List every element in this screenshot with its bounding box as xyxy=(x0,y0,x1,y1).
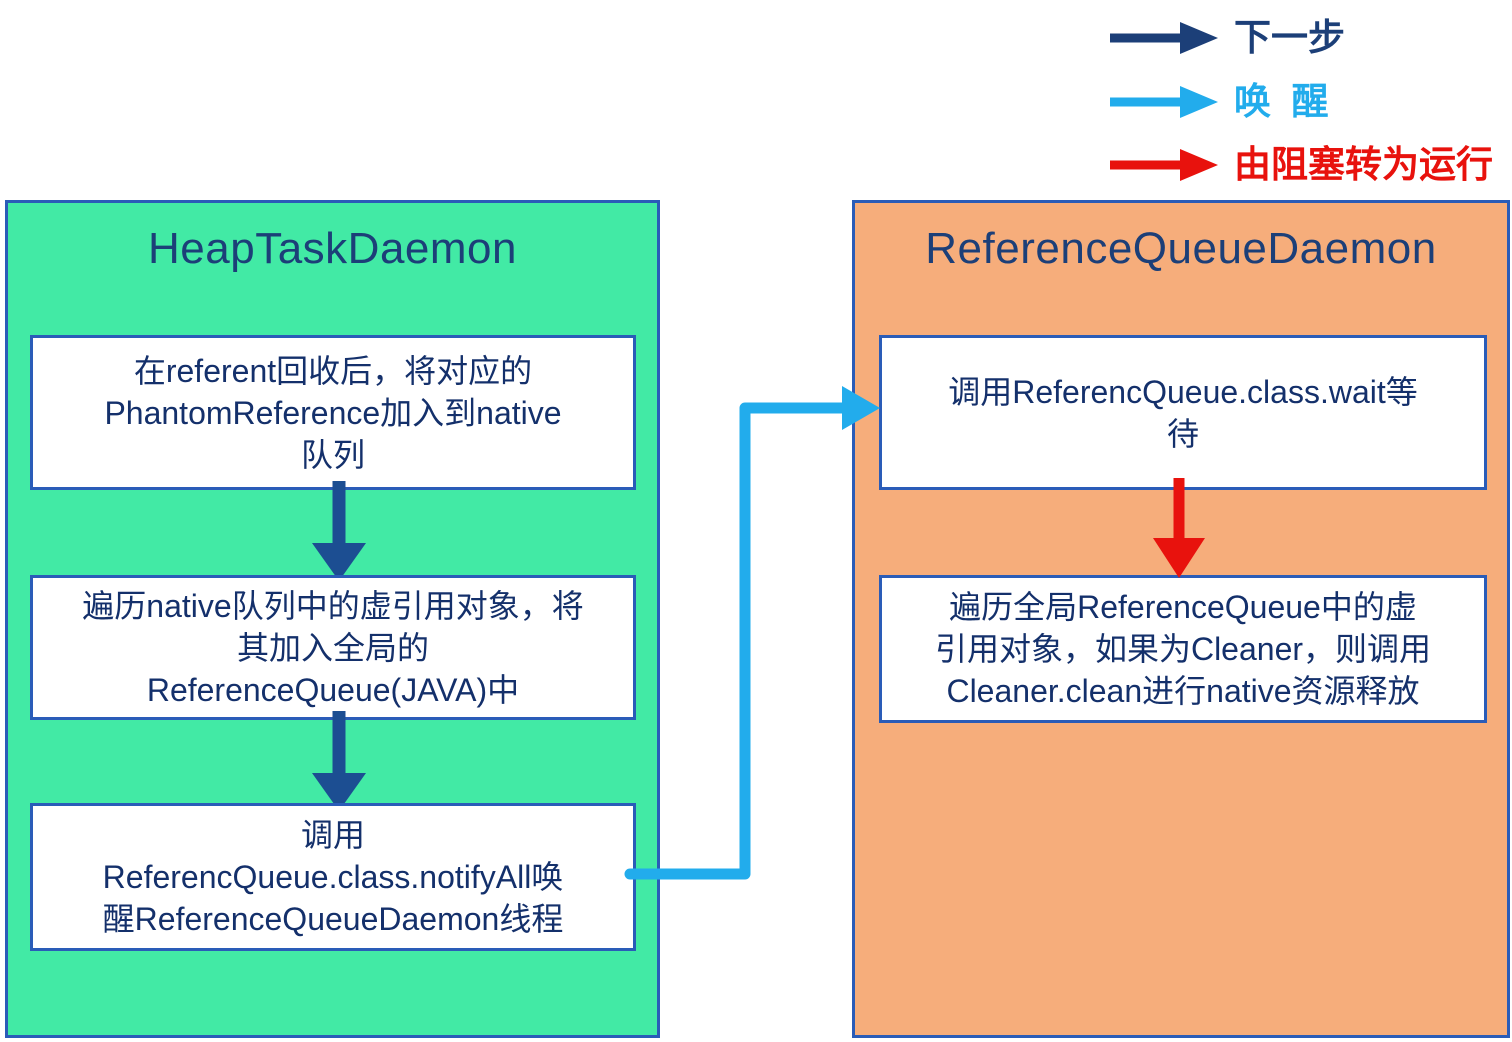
step-box-left-2-text: 遍历native队列中的虚引用对象，将 其加入全局的 ReferenceQueu… xyxy=(82,587,584,708)
legend-label-wakeup: 唤 醒 xyxy=(1234,81,1329,122)
step-box-left-1: 在referent回收后，将对应的 PhantomReference加入到nat… xyxy=(30,335,636,490)
step-box-left-2: 遍历native队列中的虚引用对象，将 其加入全局的 ReferenceQueu… xyxy=(30,575,636,720)
step-box-left-1-text: 在referent回收后，将对应的 PhantomReference加入到nat… xyxy=(104,352,562,473)
arrow-down-icon xyxy=(312,711,366,811)
panel-title-heap-task-daemon: HeapTaskDaemon xyxy=(148,224,517,273)
panel-heap-task-daemon: HeapTaskDaemon 在referent回收后，将对应的 Phantom… xyxy=(5,200,660,1038)
step-box-left-3: 调用 ReferencQueue.class.notifyAll唤 醒Refer… xyxy=(30,803,636,951)
arrow-right-icon xyxy=(1110,86,1218,118)
legend-label-next-step: 下一步 xyxy=(1234,17,1345,58)
step-box-right-2-text: 遍历全局ReferenceQueue中的虚 引用对象，如果为Cleaner，则调… xyxy=(934,589,1432,709)
legend-item-wakeup: 唤 醒 xyxy=(1108,76,1329,128)
panel-title-reference-queue-daemon: ReferenceQueueDaemon xyxy=(925,224,1437,273)
legend-item-next-step: 下一步 xyxy=(1108,12,1345,64)
panel-reference-queue-daemon: ReferenceQueueDaemon 调用ReferencQueue.cla… xyxy=(852,200,1510,1038)
legend-label-blocked-to-running: 由阻塞转为运行 xyxy=(1234,144,1493,185)
legend: 下一步 唤 醒 由阻塞转为运行 xyxy=(1108,8,1508,188)
step-box-right-1: 调用ReferencQueue.class.wait等 待 xyxy=(879,335,1487,490)
step-box-right-2: 遍历全局ReferenceQueue中的虚 引用对象，如果为Cleaner，则调… xyxy=(879,575,1487,723)
step-box-left-3-text: 调用 ReferencQueue.class.notifyAll唤 醒Refer… xyxy=(102,817,564,937)
step-box-right-1-text: 调用ReferencQueue.class.wait等 待 xyxy=(948,373,1418,452)
arrow-down-icon xyxy=(312,481,366,581)
arrow-right-icon xyxy=(1110,22,1218,54)
arrow-right-icon xyxy=(1110,149,1218,181)
legend-item-blocked-to-running: 由阻塞转为运行 xyxy=(1108,139,1493,191)
